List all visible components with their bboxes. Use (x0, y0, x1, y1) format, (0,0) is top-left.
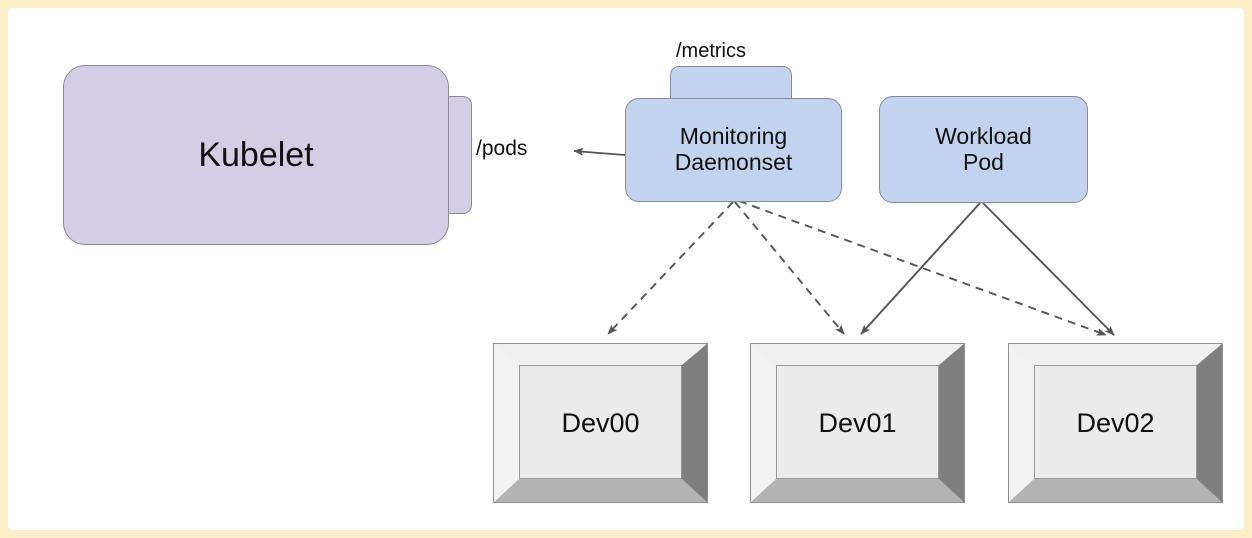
node-monitoring-daemonset[interactable]: Monitoring Daemonset (625, 98, 842, 202)
node-kubelet-label: Kubelet (198, 135, 314, 174)
monitoring-metrics-endpoint-tab[interactable] (670, 66, 792, 104)
diagram-sheet: Kubelet /pods /metrics Monitoring Daemon… (8, 8, 1244, 530)
pods-endpoint-label: /pods (476, 137, 528, 160)
device-frame (493, 343, 708, 503)
edge-workload-to-dev02 (982, 202, 1115, 336)
node-workload-pod[interactable]: Workload Pod (879, 96, 1088, 203)
node-device-dev01-label: Dev01 (818, 407, 897, 438)
node-device-dev00[interactable]: Dev00 (493, 343, 708, 503)
device-frame (1008, 343, 1223, 503)
edge-monitoring-to-dev01 (734, 201, 845, 335)
node-workload-pod-label: Workload Pod (935, 122, 1032, 175)
node-device-dev02-label: Dev02 (1076, 407, 1155, 438)
device-frame (750, 343, 965, 503)
node-device-dev02[interactable]: Dev02 (1008, 343, 1223, 503)
edge-monitoring-to-dev00 (607, 201, 734, 335)
metrics-endpoint-label: /metrics (676, 40, 746, 62)
node-monitoring-daemonset-label: Monitoring Daemonset (674, 123, 793, 175)
edge-monitoring-to-pods (573, 147, 626, 156)
edge-workload-to-dev01 (860, 202, 981, 335)
node-kubelet[interactable]: Kubelet (63, 65, 449, 245)
node-device-dev00-label: Dev00 (561, 407, 640, 438)
node-device-dev01[interactable]: Dev01 (750, 343, 965, 503)
edge-monitoring-to-dev02 (738, 200, 1107, 336)
